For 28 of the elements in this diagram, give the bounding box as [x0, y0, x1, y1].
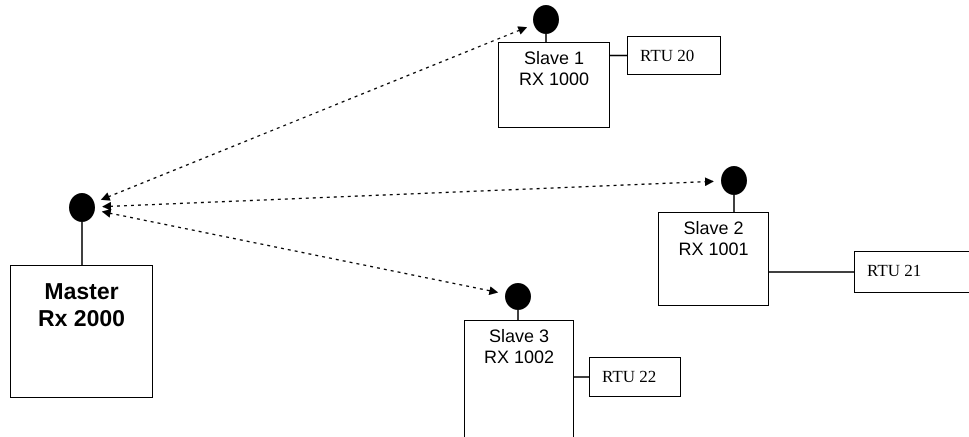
connector-line — [574, 376, 589, 378]
antenna-dot — [721, 166, 747, 195]
slave-radio-box — [658, 212, 769, 306]
radio-link-arrow — [102, 177, 714, 211]
connector-line — [517, 310, 519, 320]
antenna-dot — [69, 193, 95, 222]
connector-line — [610, 54, 627, 56]
master-radio-box — [10, 265, 153, 398]
connector-line — [545, 34, 547, 42]
connector-line — [769, 271, 854, 273]
rtu-box — [589, 357, 681, 397]
node-label: Slave 1 RX 1000 — [518, 47, 590, 90]
rtu-box — [627, 36, 721, 75]
node-label: RTU 20 — [640, 45, 694, 66]
node-label: RTU 21 — [867, 260, 922, 281]
radio-link-arrow — [102, 208, 498, 296]
rtu-box — [854, 251, 969, 293]
slave-radio-box — [464, 320, 574, 437]
slave-radio-box — [498, 42, 610, 128]
node-label: Master Rx 2000 — [37, 277, 126, 332]
connector-line — [733, 195, 735, 212]
antenna-dot — [533, 5, 559, 34]
node-label: RTU 22 — [602, 366, 656, 387]
radio-link-arrow — [100, 26, 528, 201]
connector-line — [81, 222, 83, 265]
antenna-dot — [505, 283, 531, 310]
node-label: Slave 2 RX 1001 — [677, 217, 750, 260]
node-label: Slave 3 RX 1002 — [482, 325, 556, 368]
